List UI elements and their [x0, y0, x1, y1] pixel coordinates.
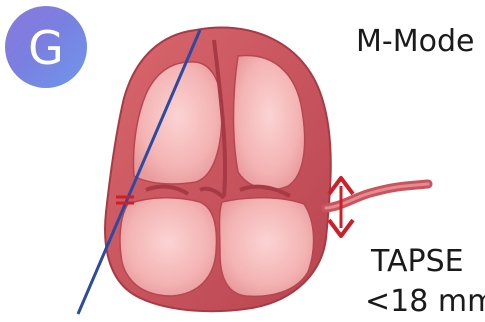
measurement-name: TAPSE — [371, 244, 464, 279]
measurement-threshold: <18 mm — [365, 284, 485, 319]
lower-left-chamber — [120, 198, 216, 296]
lower-right-chamber — [220, 198, 314, 297]
